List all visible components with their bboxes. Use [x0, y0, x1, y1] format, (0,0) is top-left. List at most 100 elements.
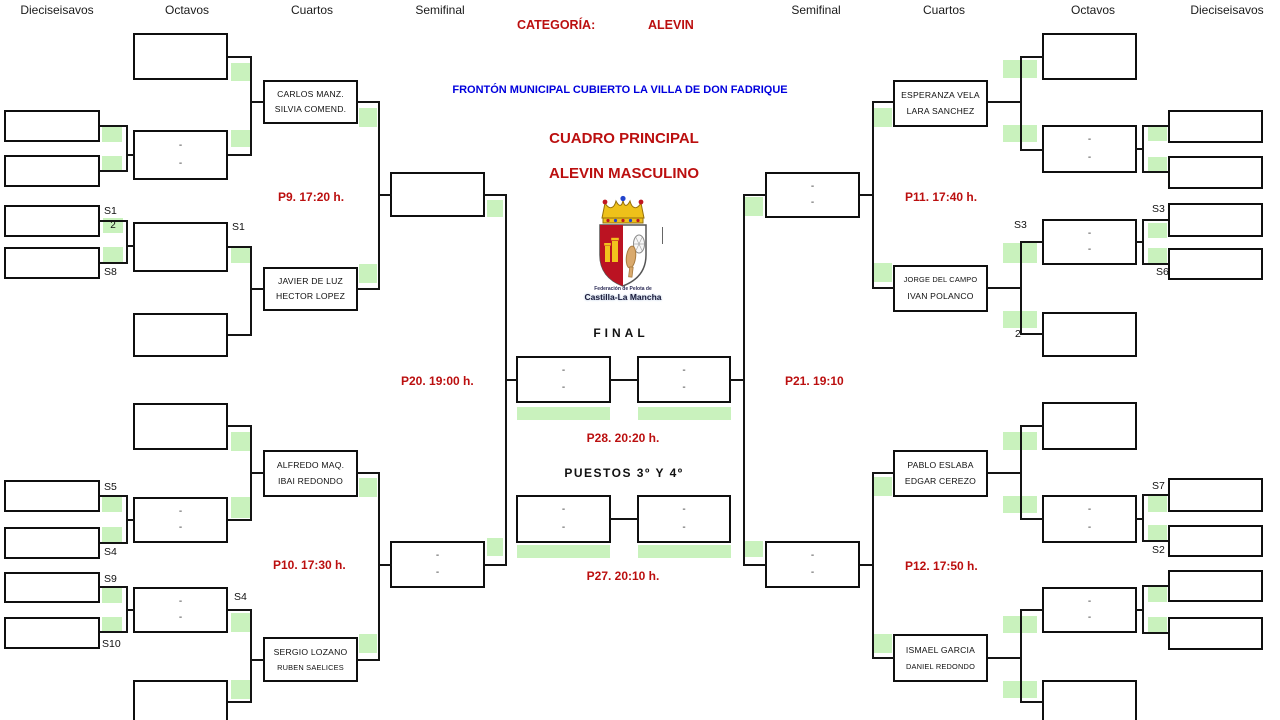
connector-line	[1020, 56, 1044, 58]
seed-label-s8: S8	[104, 266, 117, 278]
r16-slot-left-5	[133, 403, 228, 450]
connector-line	[378, 564, 392, 566]
highlight-cell	[873, 477, 892, 496]
empty-name-slot: -	[178, 522, 183, 534]
seed-label-s1-r16: S1	[232, 221, 245, 233]
connector-line	[357, 659, 380, 661]
seed-label-s2: S2	[1152, 544, 1165, 556]
connector-line	[872, 101, 895, 103]
seed-label-s5: S5	[104, 481, 117, 493]
empty-name-slot: -	[435, 567, 440, 578]
team-name: SERGIO LOZANO	[273, 646, 348, 657]
empty-name-slot: -	[1087, 227, 1092, 239]
connector-line	[378, 194, 392, 196]
match-time-p9: P9. 17:20 h.	[278, 190, 345, 204]
r16-slot-left-7: - -	[133, 587, 228, 633]
qf-team-box-left-1: CARLOS MANZ. SILVIA COMEND.	[263, 80, 358, 124]
highlight-cell	[102, 156, 122, 171]
team-name: EDGAR CEREZO	[904, 476, 977, 487]
empty-name-slot: -	[1087, 151, 1092, 163]
highlight-bar	[517, 407, 610, 420]
connector-line	[126, 220, 128, 264]
r16-slot-left-4	[133, 313, 228, 357]
highlight-cell	[1148, 525, 1167, 541]
connector-line	[743, 194, 745, 566]
highlight-cell	[231, 613, 250, 632]
connector-line	[1020, 149, 1044, 151]
r16-slot-left-6: - -	[133, 497, 228, 543]
team-name: PABLO ESLABA	[907, 459, 974, 470]
connector-line	[610, 379, 638, 381]
empty-name-slot: -	[561, 382, 566, 393]
connector-line	[1020, 425, 1044, 427]
seed-label-s4: S4	[104, 546, 117, 558]
connector-line	[250, 288, 265, 290]
cursor-artifact	[662, 227, 663, 244]
empty-name-slot: -	[561, 504, 566, 516]
sf-slot-right-top: - -	[765, 172, 860, 218]
highlight-cell	[745, 541, 763, 557]
highlight-cell	[1148, 617, 1167, 632]
connector-line	[1135, 609, 1144, 611]
r32-slot-right-5	[1168, 478, 1263, 512]
connector-line	[872, 101, 874, 289]
highlight-cell	[873, 108, 892, 127]
connector-line	[1020, 425, 1022, 520]
empty-name-slot: -	[1087, 134, 1092, 146]
connector-line	[988, 657, 1022, 659]
highlight-cell	[231, 63, 250, 81]
r16-slot-left-1	[133, 33, 228, 80]
highlight-cell	[231, 432, 250, 451]
connector-line	[1135, 518, 1144, 520]
connector-line	[228, 56, 252, 58]
qf-team-box-right-2: JORGE DEL CAMPO IVAN POLANCO	[893, 265, 988, 312]
qf-team-box-left-2: JAVIER DE LUZ HECTOR LOPEZ	[263, 267, 358, 311]
empty-name-slot: -	[178, 505, 183, 517]
draw-subtitle: ALEVIN MASCULINO	[549, 165, 699, 182]
empty-name-slot: -	[1087, 244, 1092, 256]
highlight-cell	[102, 588, 122, 603]
connector-line	[250, 246, 252, 336]
connector-line	[1020, 56, 1022, 151]
connector-line	[126, 125, 128, 172]
final-slot-left: - -	[516, 356, 611, 403]
federation-name-small: Federación de Pelota de	[594, 286, 652, 292]
empty-name-slot: -	[682, 504, 686, 516]
connector-line	[126, 609, 135, 611]
team-name: IBAI REDONDO	[278, 476, 343, 487]
connector-line	[1142, 494, 1168, 496]
empty-name-slot: -	[435, 550, 440, 561]
connector-line	[228, 154, 252, 156]
connector-line	[250, 659, 265, 661]
connector-line	[228, 246, 252, 248]
connector-line	[1142, 125, 1168, 127]
match-time-p12: P12. 17:50 h.	[905, 559, 978, 573]
match-time-p10: P10. 17:30 h.	[273, 558, 346, 572]
connector-line	[1142, 632, 1168, 634]
round-header-dieciseisavos-right: Dieciseisavos	[1190, 3, 1264, 17]
federation-crest-logo	[599, 195, 647, 287]
third-place-slot-right: - -	[637, 495, 731, 543]
connector-line	[126, 154, 135, 156]
team-name: JAVIER DE LUZ	[278, 275, 343, 286]
connector-line	[1142, 219, 1168, 221]
match-time-p21: P21. 19:10	[785, 374, 844, 388]
connector-line	[1135, 148, 1144, 150]
connector-line	[228, 519, 252, 521]
empty-name-slot: -	[178, 140, 183, 151]
highlight-cell	[102, 127, 122, 142]
highlight-cell	[1148, 223, 1167, 238]
r32-slot-right-4	[1168, 248, 1263, 280]
highlight-cell	[231, 130, 250, 147]
empty-name-slot: -	[810, 197, 815, 209]
connector-line	[228, 609, 252, 611]
connector-line	[1142, 585, 1168, 587]
highlight-bar	[638, 545, 731, 558]
draw-title: CUADRO PRINCIPAL	[549, 130, 699, 147]
r32-slot-left-5	[4, 480, 100, 512]
r16-slot-left-8	[133, 680, 228, 720]
connector-line	[357, 288, 380, 290]
match-time-p20: P20. 19:00 h.	[401, 374, 474, 388]
connector-line	[1020, 701, 1044, 703]
connector-line	[1135, 241, 1144, 243]
